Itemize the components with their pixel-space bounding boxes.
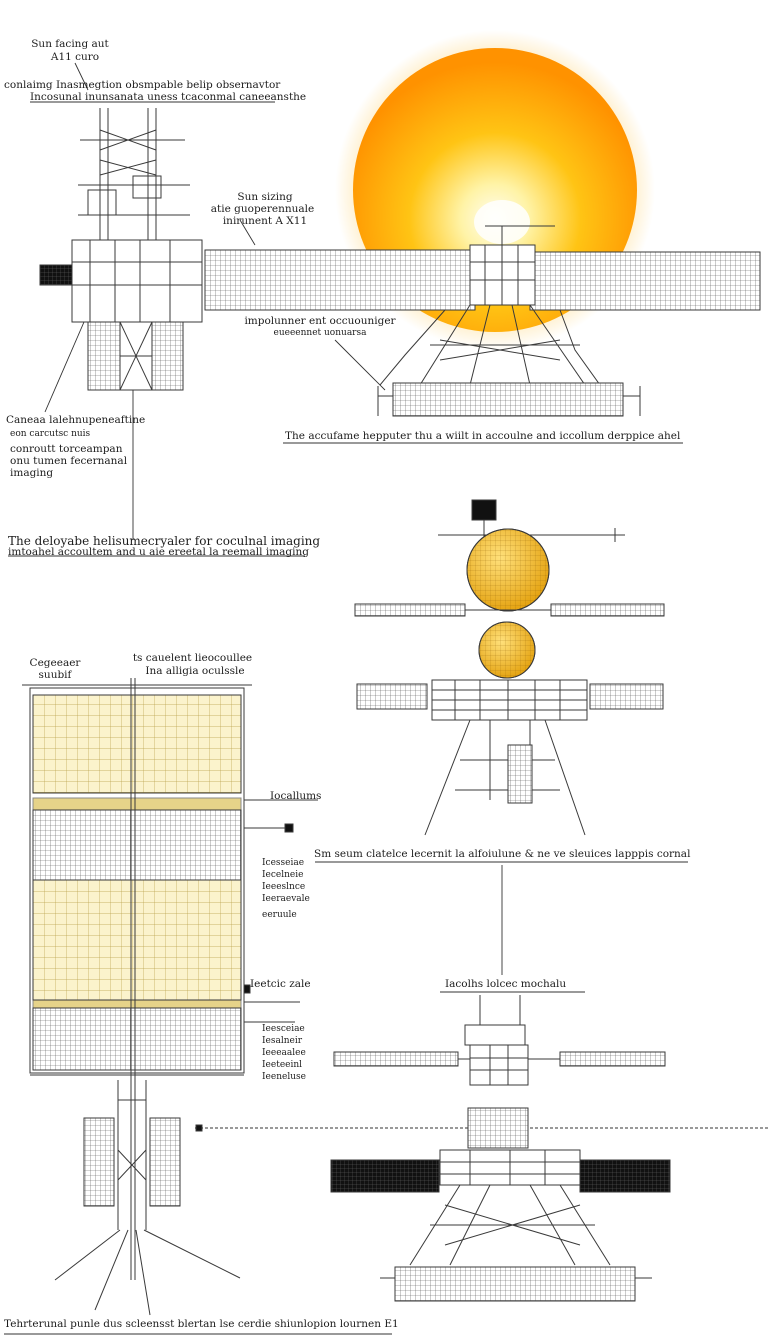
implunner-line2: eueeennet uonuarsa (273, 328, 367, 338)
top-title-line2: A11 curo (50, 51, 100, 63)
side-note-4: Ieeraevale (262, 894, 310, 904)
left-block-line5: imaging (10, 467, 54, 479)
deploy-line2: imtoahel accoultem and u aie ereetal la … (8, 546, 309, 558)
tower-label-line1: Cegeeaer (29, 657, 81, 669)
side-note-1: Icesseiae (262, 858, 305, 868)
top-tower (39, 108, 203, 391)
top-caption-line2: Incosunal inunsanata uness tcaconmal can… (30, 91, 307, 103)
side-label-1: Iocallums (270, 790, 322, 802)
lower-label: Iacolhs lolcec mochalu (445, 978, 567, 990)
sun-sizing-line1: Sun sizing (237, 191, 293, 203)
side-note-6: Ieesceiae (262, 1024, 305, 1034)
side-note-9: Ieeteeinl (262, 1060, 303, 1070)
side-note-3: Ieeeslnce (262, 882, 306, 892)
left-block-line3: conroutt torceampan (10, 443, 123, 455)
left-block-line2: eon carcutsc nuis (10, 429, 91, 439)
bottom-caption: Tehrterunal punle dus scleensst blertan … (4, 1318, 399, 1330)
side-label-2: Ieetcic zale (250, 978, 311, 990)
sun-sizing-line3: inirunent A X11 (222, 215, 308, 227)
mid-caption: Sm seum clatelce lecernit la alfoiulune … (314, 848, 691, 860)
left-block-line1: Caneaa lalehnupeneaftine (6, 414, 146, 426)
side-note-5: eeruule (262, 910, 297, 920)
tower-label-line2: suubif (38, 669, 72, 681)
implunner-line1: impolunner ent occuouniger (244, 315, 396, 327)
tower-top-line2: Ina alligia oculssle (145, 665, 245, 677)
tower-top-line1: ts cauelent lieocoullee (132, 652, 253, 664)
side-note-8: Ieeeaalee (262, 1048, 306, 1058)
bottom-satellite (330, 995, 671, 1302)
side-note-2: Iecelneie (262, 870, 304, 880)
side-note-10: Ieeneluse (262, 1072, 306, 1082)
sun-sizing-line2: atie guoperennuale (210, 203, 315, 215)
top-caption-line1: conlaimg Inasmegtion obsmpable belip obs… (4, 79, 281, 91)
tall-panel (22, 678, 318, 1316)
side-note-7: Iesalneir (262, 1036, 303, 1046)
mid-satellite (354, 499, 665, 836)
top-title-line1: Sun facing aut (31, 38, 109, 50)
caption-right: The accufame hepputer thu a wiilt in acc… (285, 430, 681, 442)
left-block-line4: onu tumen fecernanal (10, 455, 128, 467)
top-satellite (204, 225, 761, 417)
deploy-line1: The deloyabe helisumecryaler for coculna… (8, 534, 321, 548)
